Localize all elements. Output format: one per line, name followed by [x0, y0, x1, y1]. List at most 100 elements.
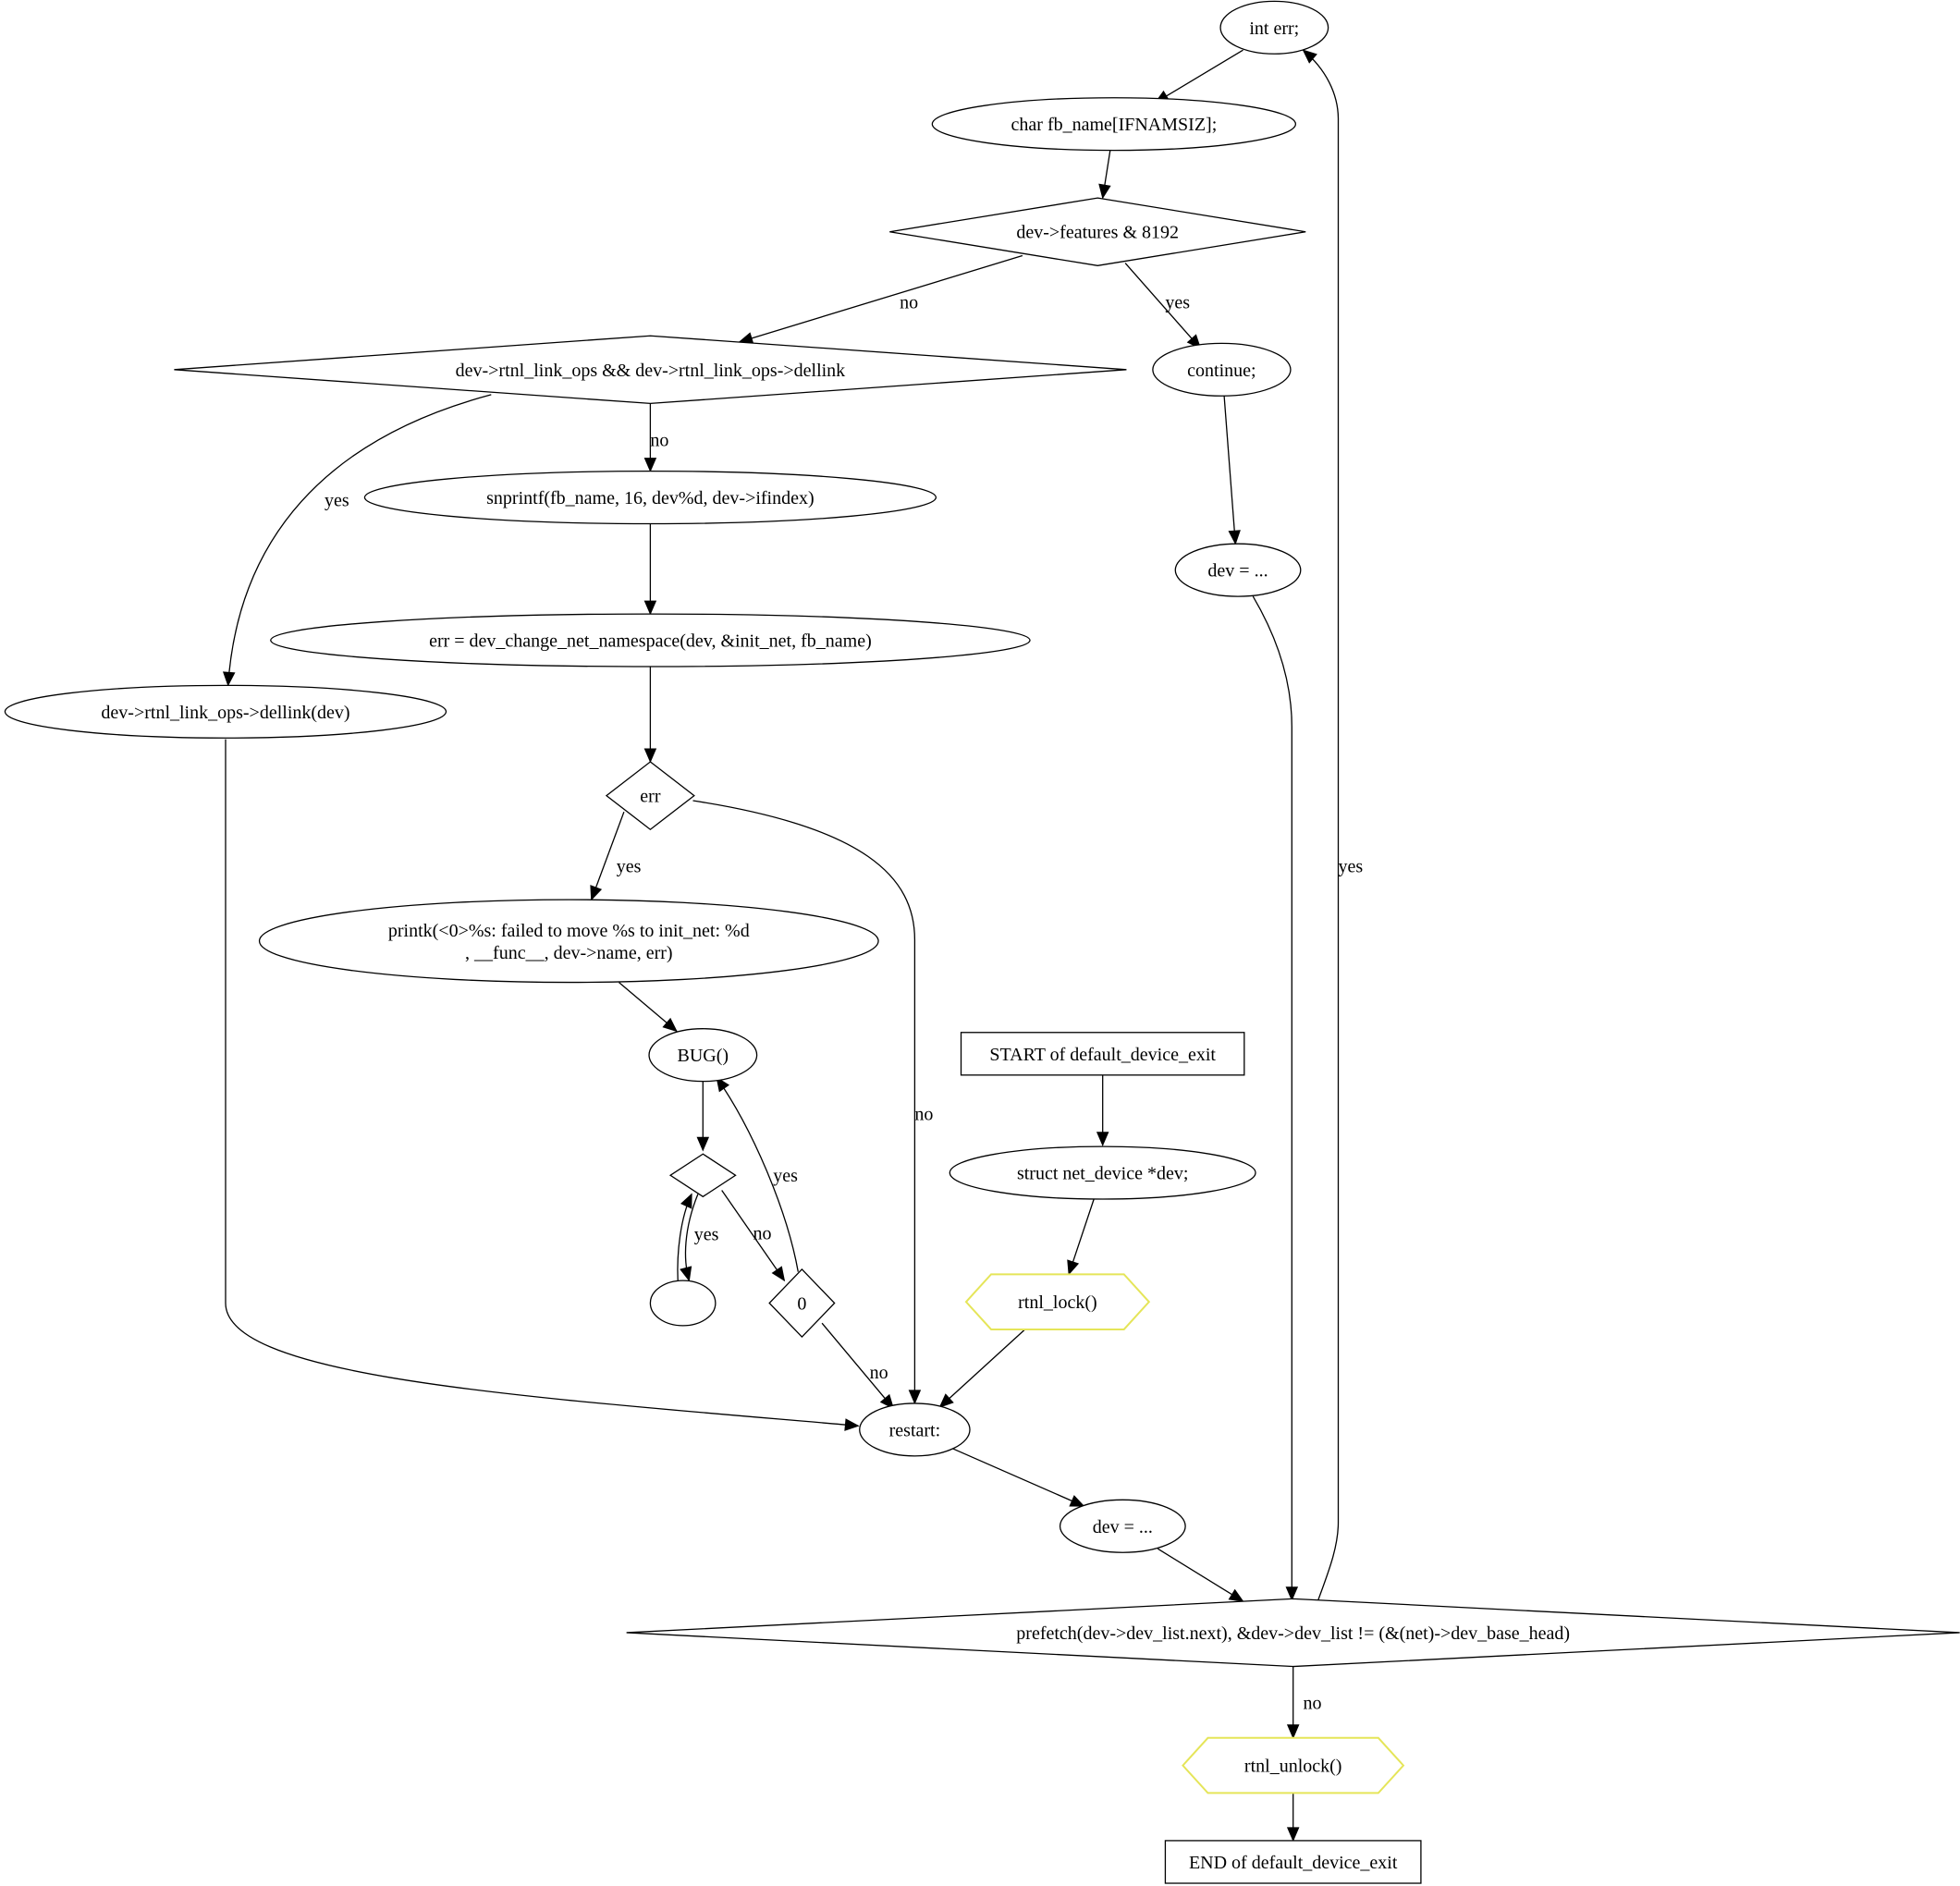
node-rtnl-unlock: rtnl_unlock(): [1182, 1736, 1405, 1794]
edge-line: [739, 254, 1023, 343]
arrowhead: [908, 1390, 922, 1405]
node-loop-cond: prefetch(dev->dev_list.next), &dev->dev_…: [626, 1598, 1960, 1668]
node-label: printk(<0>%s: failed to move %s to init_…: [388, 921, 750, 941]
edge-label-yes: yes: [1165, 292, 1190, 312]
node-bug-check: [668, 1153, 737, 1198]
edge-label-no: no: [870, 1363, 888, 1383]
edge-line: [1223, 396, 1236, 545]
node-dev-assign-1: dev = ...: [1059, 1499, 1186, 1553]
node-shape: [960, 1032, 1245, 1076]
arrowhead: [844, 1418, 860, 1431]
node-dev-assign-2: dev = ...: [1174, 543, 1302, 597]
edge-label-no: no: [900, 292, 918, 312]
arrowhead: [590, 885, 603, 901]
node-label: continue;: [1187, 361, 1256, 381]
node-shape: [1182, 1736, 1405, 1794]
node-rtnl-lock: rtnl_lock(): [964, 1273, 1151, 1330]
node-shape: [768, 1268, 836, 1339]
node-label: char fb_name[IFNAMSIZ];: [1011, 115, 1218, 135]
node-label: END of default_device_exit: [1189, 1853, 1398, 1873]
edge-line: [721, 1190, 785, 1281]
arrowhead: [938, 1393, 954, 1408]
node-shape: [931, 97, 1297, 152]
node-label: int err;: [1249, 18, 1299, 39]
node-features-check: dev->features & 8192: [889, 197, 1306, 266]
edge-label-yes: yes: [325, 491, 349, 511]
node-decl-dev: struct net_device *dev;: [949, 1145, 1256, 1200]
edge-line: [951, 1448, 1084, 1507]
edge-line: [939, 1329, 1026, 1408]
node-printk-call: printk(<0>%s: failed to move %s to init_…: [258, 899, 879, 984]
node-dellink-check: dev->rtnl_link_ops && dev->rtnl_link_ops…: [174, 335, 1127, 405]
node-label: rtnl_unlock(): [1244, 1757, 1342, 1777]
edge-line: [1303, 49, 1340, 1600]
node-shape: [605, 761, 695, 831]
edge-label-no: no: [1304, 1694, 1322, 1714]
node-shape: [1059, 1499, 1186, 1553]
node-shape: [949, 1145, 1256, 1200]
arrowhead: [1302, 49, 1317, 64]
node-label: struct net_device *dev;: [1017, 1164, 1189, 1184]
node-shape: [1174, 543, 1302, 597]
node-bug-call: BUG(): [648, 1028, 758, 1083]
node-end: END of default_device_exit: [1164, 1840, 1422, 1884]
node-label: prefetch(dev->dev_list.next), &dev->dev_…: [1016, 1623, 1570, 1644]
node-label: dev->rtnl_link_ops->dellink(dev): [101, 703, 349, 723]
edge-line: [821, 1322, 894, 1409]
arrowhead: [1096, 1132, 1109, 1146]
node-label: rtnl_lock(): [1018, 1292, 1097, 1313]
node-zero-check: 0: [768, 1268, 836, 1339]
node-label: 0: [797, 1294, 806, 1315]
arrowhead: [1067, 1259, 1080, 1276]
node-start: START of default_device_exit: [960, 1032, 1245, 1076]
node-shape: [626, 1598, 1960, 1668]
node-shape: [4, 684, 447, 739]
arrowhead: [771, 1266, 786, 1282]
node-dellink-call: dev->rtnl_link_ops->dellink(dev): [4, 684, 447, 739]
arrowhead: [680, 1193, 692, 1209]
node-shape: [1152, 342, 1292, 397]
node-shape: [648, 1028, 758, 1083]
node-shape: [668, 1153, 737, 1198]
node-empty-node: [649, 1280, 717, 1327]
node-label: , __func__, dev->name, err): [465, 943, 673, 963]
node-continue-stmt: continue;: [1152, 342, 1292, 397]
node-label: dev->rtnl_link_ops && dev->rtnl_link_ops…: [456, 361, 846, 381]
arrowhead: [1228, 1588, 1244, 1602]
edge-label-no: no: [753, 1223, 772, 1243]
arrowhead: [643, 600, 657, 616]
node-shape: [258, 899, 879, 984]
arrowhead: [1098, 183, 1111, 200]
arrowhead: [696, 1136, 710, 1152]
edge-line: [1252, 595, 1292, 1600]
edge-line: [716, 1077, 799, 1272]
edge-label-yes: yes: [694, 1225, 719, 1245]
node-decl-err: int err;: [1219, 0, 1329, 55]
node-label: BUG(): [678, 1046, 729, 1066]
node-decl-fb-name: char fb_name[IFNAMSIZ];: [931, 97, 1297, 152]
arrowhead: [1285, 1586, 1299, 1601]
arrowhead: [1069, 1495, 1085, 1507]
node-shape: [270, 613, 1031, 667]
arrowhead: [1286, 1827, 1300, 1843]
arrowhead: [680, 1266, 692, 1282]
edge-label-yes: yes: [1339, 856, 1364, 876]
edge-label-yes: yes: [773, 1166, 798, 1186]
node-shape: [649, 1280, 717, 1327]
arrowhead: [222, 671, 236, 687]
node-shape: [363, 470, 937, 525]
edge-label-no: no: [650, 431, 668, 451]
node-shape: [174, 335, 1127, 405]
node-label: restart:: [889, 1420, 941, 1440]
node-label: dev = ...: [1093, 1517, 1153, 1537]
node-err-check: err: [605, 761, 695, 831]
edge-label-yes: yes: [617, 856, 642, 876]
node-label: dev->features & 8192: [1016, 223, 1179, 243]
edge-line: [225, 739, 859, 1427]
arrowhead: [879, 1393, 895, 1410]
node-label: START of default_device_exit: [989, 1045, 1216, 1065]
arrowhead: [716, 1076, 730, 1093]
node-restart: restart:: [859, 1402, 971, 1457]
